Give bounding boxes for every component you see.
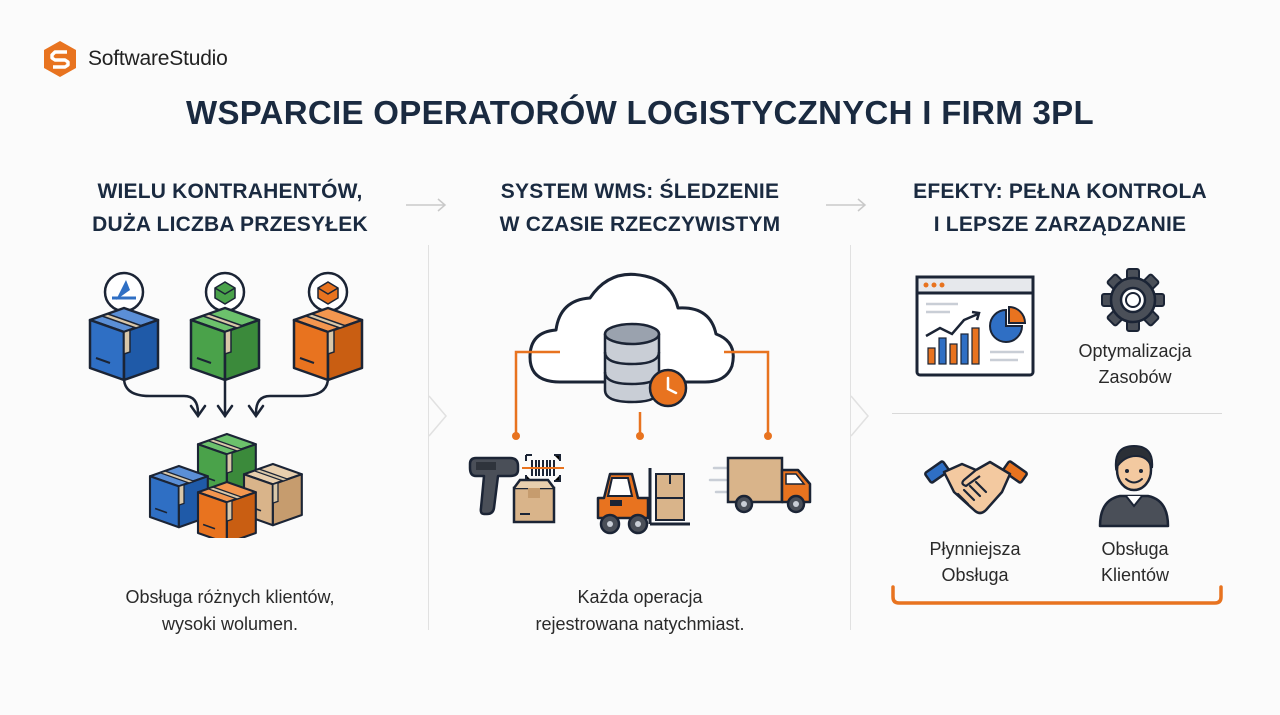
column-1-illustration [88, 271, 364, 538]
column-3-title-line-1: EFEKTY: PEŁNA KONTROLA [913, 180, 1207, 203]
column-3-title-line-2: I LEPSZE ZARZĄDZANIE [933, 213, 1187, 236]
benefits-bracket [891, 585, 1223, 605]
chevron-right-icon [428, 395, 447, 437]
benefit-clients-line-2: Klientów [1100, 565, 1170, 585]
benefits-divider [892, 413, 1222, 414]
column-2-title-line-2: W CZASIE RZECZYWISTYM [499, 213, 781, 236]
column-divider [850, 245, 851, 630]
column-2-caption-line-2: rejestrowana natychmiast. [535, 614, 745, 634]
benefit-clients-label: Obsługa Klientów [1040, 536, 1230, 588]
client-b-box-icon [189, 271, 261, 382]
column-3-title: EFEKTY: PEŁNA KONTROLA I LEPSZE ZARZĄDZA… [860, 175, 1260, 241]
connector-lines [514, 350, 770, 434]
page-title: WSPARCIE OPERATORÓW LOGISTYCZNYCH I FIRM… [186, 94, 1094, 131]
benefit-smoother-line-1: Płynniejsza [929, 539, 1021, 559]
benefit-resources-line-1: Optymalizacja [1078, 341, 1192, 361]
client-c-box-icon [292, 271, 364, 382]
column-1-title-line-2: DUŻA LICZBA PRZESYŁEK [92, 213, 368, 236]
barcode-scanner-icon [468, 454, 564, 524]
converge-arrows-icon [122, 376, 330, 419]
flow-arrow-icon [406, 198, 447, 212]
benefit-clients-line-1: Obsługa [1101, 539, 1169, 559]
delivery-truck-icon [708, 456, 812, 514]
column-1-caption-line-1: Obsługa różnych klientów, [125, 587, 335, 607]
column-2-title-line-1: SYSTEM WMS: ŚLEDZENIE [500, 180, 780, 203]
client-a-box-icon [88, 271, 160, 382]
flow-arrow-icon [826, 198, 867, 212]
column-1-caption-line-2: wysoki wolumen. [161, 614, 299, 634]
forklift-icon [596, 468, 690, 535]
column-1-caption: Obsługa różnych klientów, wysoki wolumen… [40, 584, 420, 638]
merged-packages-icon [148, 432, 303, 538]
benefit-smoother-line-2: Obsługa [941, 565, 1009, 585]
chevron-right-icon [850, 395, 869, 437]
brand-name: SoftwareStudio [88, 47, 228, 70]
column-2-caption: Każda operacja rejestrowana natychmiast. [450, 584, 830, 638]
column-1-title: WIELU KONTRAHENTÓW, DUŻA LICZBA PRZESYŁE… [40, 175, 420, 241]
column-2-caption-line-1: Każda operacja [577, 587, 703, 607]
column-2-title: SYSTEM WMS: ŚLEDZENIE W CZASIE RZECZYWIS… [450, 175, 830, 241]
handshake-icon [924, 460, 1028, 515]
gear-icon [1101, 268, 1165, 332]
brand: SoftwareStudio [42, 40, 228, 78]
column-1-title-line-1: WIELU KONTRAHENTÓW, [97, 180, 363, 203]
benefit-resources-line-2: Zasobów [1098, 367, 1172, 387]
column-2-illustration [468, 272, 812, 535]
customer-avatar-icon [1098, 444, 1170, 528]
dashboard-chart-icon [915, 275, 1035, 377]
benefit-smoother-label: Płynniejsza Obsługa [880, 536, 1070, 588]
cloud-database-icon [528, 272, 735, 408]
softwarestudio-logo-icon [44, 41, 76, 77]
benefit-resources-label: Optymalizacja Zasobów [1040, 338, 1230, 390]
column-divider [428, 245, 429, 630]
